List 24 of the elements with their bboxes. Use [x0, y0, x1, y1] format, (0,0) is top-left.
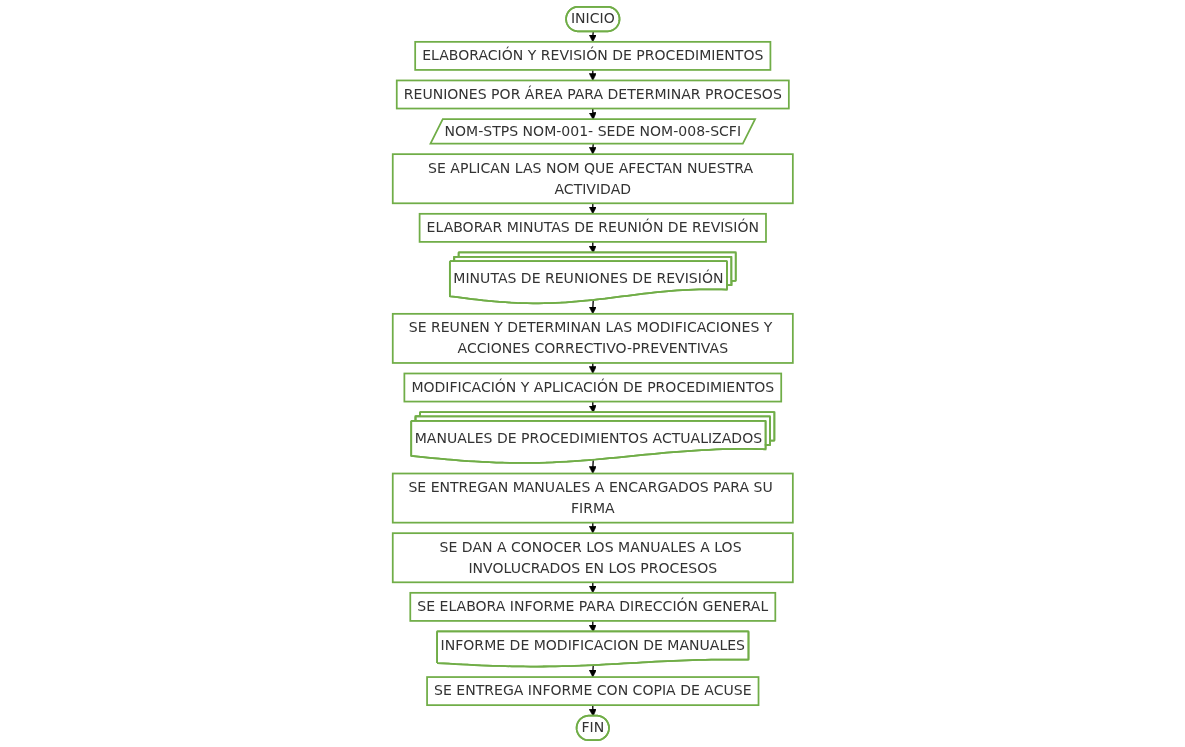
- arrow: [588, 69, 597, 81]
- arrow: [588, 581, 597, 594]
- node-box: REUNIONES POR ÁREA PARA DETERMINAR PROCESOS: [395, 79, 790, 110]
- arrow: [588, 31, 597, 43]
- node-box: ELABORACIÓN Y REVISIÓN DE PROCEDIMIENTOS: [414, 40, 771, 71]
- node-box: SE DAN A CONOCER LOS MANUALES A LOS INVOLUCRADOS EN LOS PROCESOS: [391, 532, 794, 584]
- arrow: [588, 459, 597, 474]
- node-box: ELABORAR MINUTAS DE REUNIÓN DE REVISIÓN: [418, 212, 767, 243]
- arrow: [588, 107, 597, 120]
- node-box: SE REUNEN Y DETERMINAN LAS MODIFICACIONES Y ACCIONES CORRECTIVO-PREVENTIVAS: [391, 312, 794, 364]
- arrow: [588, 143, 597, 155]
- node-box: SE APLICAN LAS NOM QUE AFECTAN NUESTRA ACTIVIDAD: [391, 153, 794, 205]
- arrow: [588, 202, 597, 215]
- node-box: NOM-STPS NOM-001- SEDE NOM-008-SCFI: [428, 118, 757, 145]
- node-box: SE ENTREGA INFORME CON COPIA DE ACUSE: [425, 676, 760, 706]
- arrow: [588, 704, 597, 717]
- arrow: [588, 400, 597, 413]
- arrow: [588, 299, 597, 315]
- arrow: [588, 664, 597, 678]
- arrow: [588, 362, 597, 374]
- node-box: SE ELABORA INFORME PARA DIRECCIÓN GENERAL: [409, 591, 776, 622]
- node-box: SE ENTREGAN MANUALES A ENCARGADOS PARA SU FIRMA: [391, 472, 794, 524]
- node-box: MODIFICACIÓN Y APLICACIÓN DE PROCEDIMIENTOS: [403, 372, 782, 403]
- arrow: [588, 522, 597, 534]
